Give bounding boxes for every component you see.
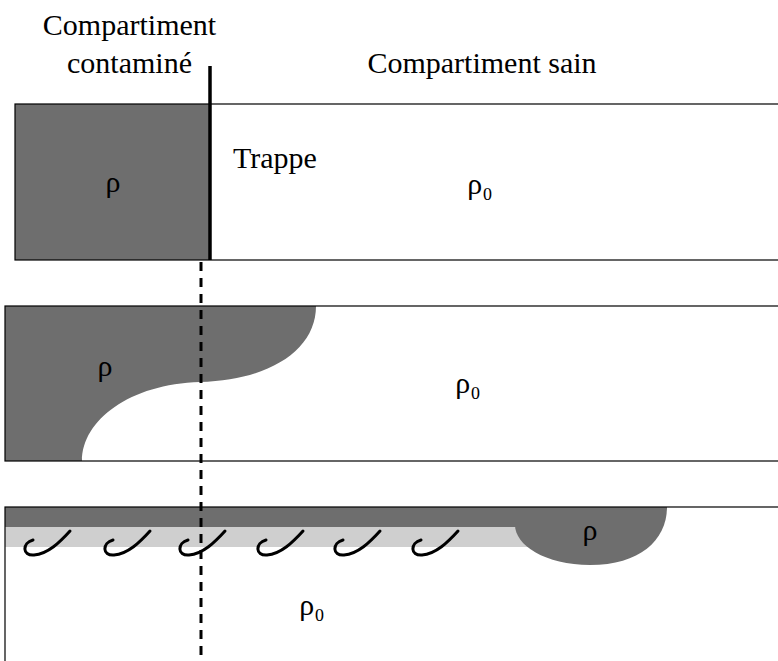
channel-outline <box>5 306 778 461</box>
trap-position-line <box>200 262 203 661</box>
density-symbol: ρ <box>583 512 598 548</box>
density-symbol: ρ₀ <box>455 365 480 401</box>
trap-door <box>208 66 212 260</box>
compartment: Compartiment contaminéρ <box>15 104 210 260</box>
channel-outline <box>15 104 778 260</box>
density-symbol: ρ₀ <box>467 166 492 202</box>
vortices <box>25 531 458 555</box>
channel-outline <box>5 507 778 661</box>
density-symbol: ρ <box>98 348 113 384</box>
contaminated-fluid <box>15 104 210 260</box>
compartment-heading: Compartiment sain <box>312 44 652 82</box>
compartment: Compartiment sainρ₀ <box>212 104 778 260</box>
current-head <box>515 507 667 565</box>
density-symbol: ρ₀ <box>299 587 324 623</box>
density-symbol: ρ <box>106 164 121 200</box>
trap-label: Trappe <box>233 140 317 176</box>
gravity-current <box>5 306 316 461</box>
current-tail <box>5 507 530 527</box>
compartment-heading: Compartiment contaminé <box>7 6 252 82</box>
